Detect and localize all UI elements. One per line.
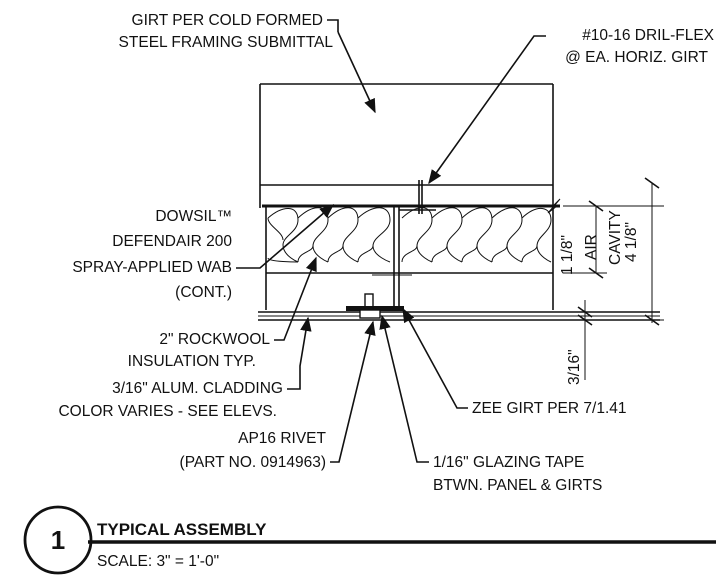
detail-title-block: 1 TYPICAL ASSEMBLY SCALE: 3" = 1'-0" bbox=[23, 505, 716, 575]
detail-title: TYPICAL ASSEMBLY bbox=[97, 520, 267, 539]
callout-zee-girt: ZEE GIRT PER 7/1.41 bbox=[472, 400, 627, 417]
svg-text:DEFENDAIR 200: DEFENDAIR 200 bbox=[112, 233, 232, 250]
callout-cladding: 3/16" ALUM. CLADDING COLOR VARIES - SEE … bbox=[58, 380, 283, 420]
dim-air-cavity-label: AIR bbox=[583, 234, 600, 260]
svg-text:GIRT PER COLD FORMED: GIRT PER COLD FORMED bbox=[132, 12, 323, 29]
svg-text:(CONT.): (CONT.) bbox=[175, 284, 232, 301]
svg-text:ZEE GIRT PER 7/1.41: ZEE GIRT PER 7/1.41 bbox=[472, 400, 627, 417]
callout-insulation: 2" ROCKWOOL INSULATION TYP. bbox=[128, 331, 271, 370]
dim-cladding: 3/16" bbox=[566, 349, 583, 385]
rockwool-insulation-right bbox=[401, 207, 552, 263]
detail-number: 1 bbox=[51, 525, 65, 555]
callout-wab: DOWSIL™ DEFENDAIR 200 SPRAY-APPLIED WAB … bbox=[72, 208, 232, 301]
svg-text:#10-16 DRIL-FLEX: #10-16 DRIL-FLEX bbox=[582, 27, 714, 44]
callout-rivet: AP16 RIVET (PART NO. 0914963) bbox=[180, 430, 327, 471]
detail-scale: SCALE: 3" = 1'-0" bbox=[97, 553, 219, 570]
dim-air-cavity-label-2: CAVITY bbox=[607, 210, 624, 265]
aluminum-cladding bbox=[258, 293, 660, 321]
rockwool-insulation-left bbox=[267, 207, 391, 263]
dril-flex-fastener bbox=[413, 180, 430, 214]
svg-text:1/16" GLAZING TAPE: 1/16" GLAZING TAPE bbox=[433, 454, 584, 471]
callout-fastener: #10-16 DRIL-FLEX @ EA. HORIZ. GIRT bbox=[565, 27, 715, 66]
svg-text:COLOR VARIES - SEE ELEVS.: COLOR VARIES - SEE ELEVS. bbox=[58, 403, 277, 420]
dimension-lines bbox=[563, 177, 664, 380]
svg-text:DOWSIL™: DOWSIL™ bbox=[155, 208, 232, 225]
svg-text:AP16 RIVET: AP16 RIVET bbox=[238, 430, 326, 447]
dim-overall: 4 1/8" bbox=[623, 222, 640, 262]
dim-air-cavity-value: 1 1/8" bbox=[559, 235, 576, 275]
detail-number-bubble bbox=[23, 505, 93, 575]
svg-text:@ EA. HORIZ. GIRT: @ EA. HORIZ. GIRT bbox=[565, 49, 708, 66]
svg-text:3/16" ALUM. CLADDING: 3/16" ALUM. CLADDING bbox=[112, 380, 283, 397]
callout-glazing-tape: 1/16" GLAZING TAPE BTWN. PANEL & GIRTS bbox=[433, 454, 602, 494]
callout-girt: GIRT PER COLD FORMED STEEL FRAMING SUBMI… bbox=[119, 12, 334, 51]
svg-text:STEEL FRAMING SUBMITTAL: STEEL FRAMING SUBMITTAL bbox=[119, 34, 334, 51]
svg-text:2" ROCKWOOL: 2" ROCKWOOL bbox=[159, 331, 270, 348]
svg-text:INSULATION TYP.: INSULATION TYP. bbox=[128, 353, 256, 370]
leader-lines bbox=[236, 19, 546, 463]
svg-text:SPRAY-APPLIED WAB: SPRAY-APPLIED WAB bbox=[72, 259, 232, 276]
svg-text:BTWN. PANEL & GIRTS: BTWN. PANEL & GIRTS bbox=[433, 477, 602, 494]
svg-text:(PART NO. 0914963): (PART NO. 0914963) bbox=[180, 454, 326, 471]
wall-assembly bbox=[258, 83, 660, 321]
